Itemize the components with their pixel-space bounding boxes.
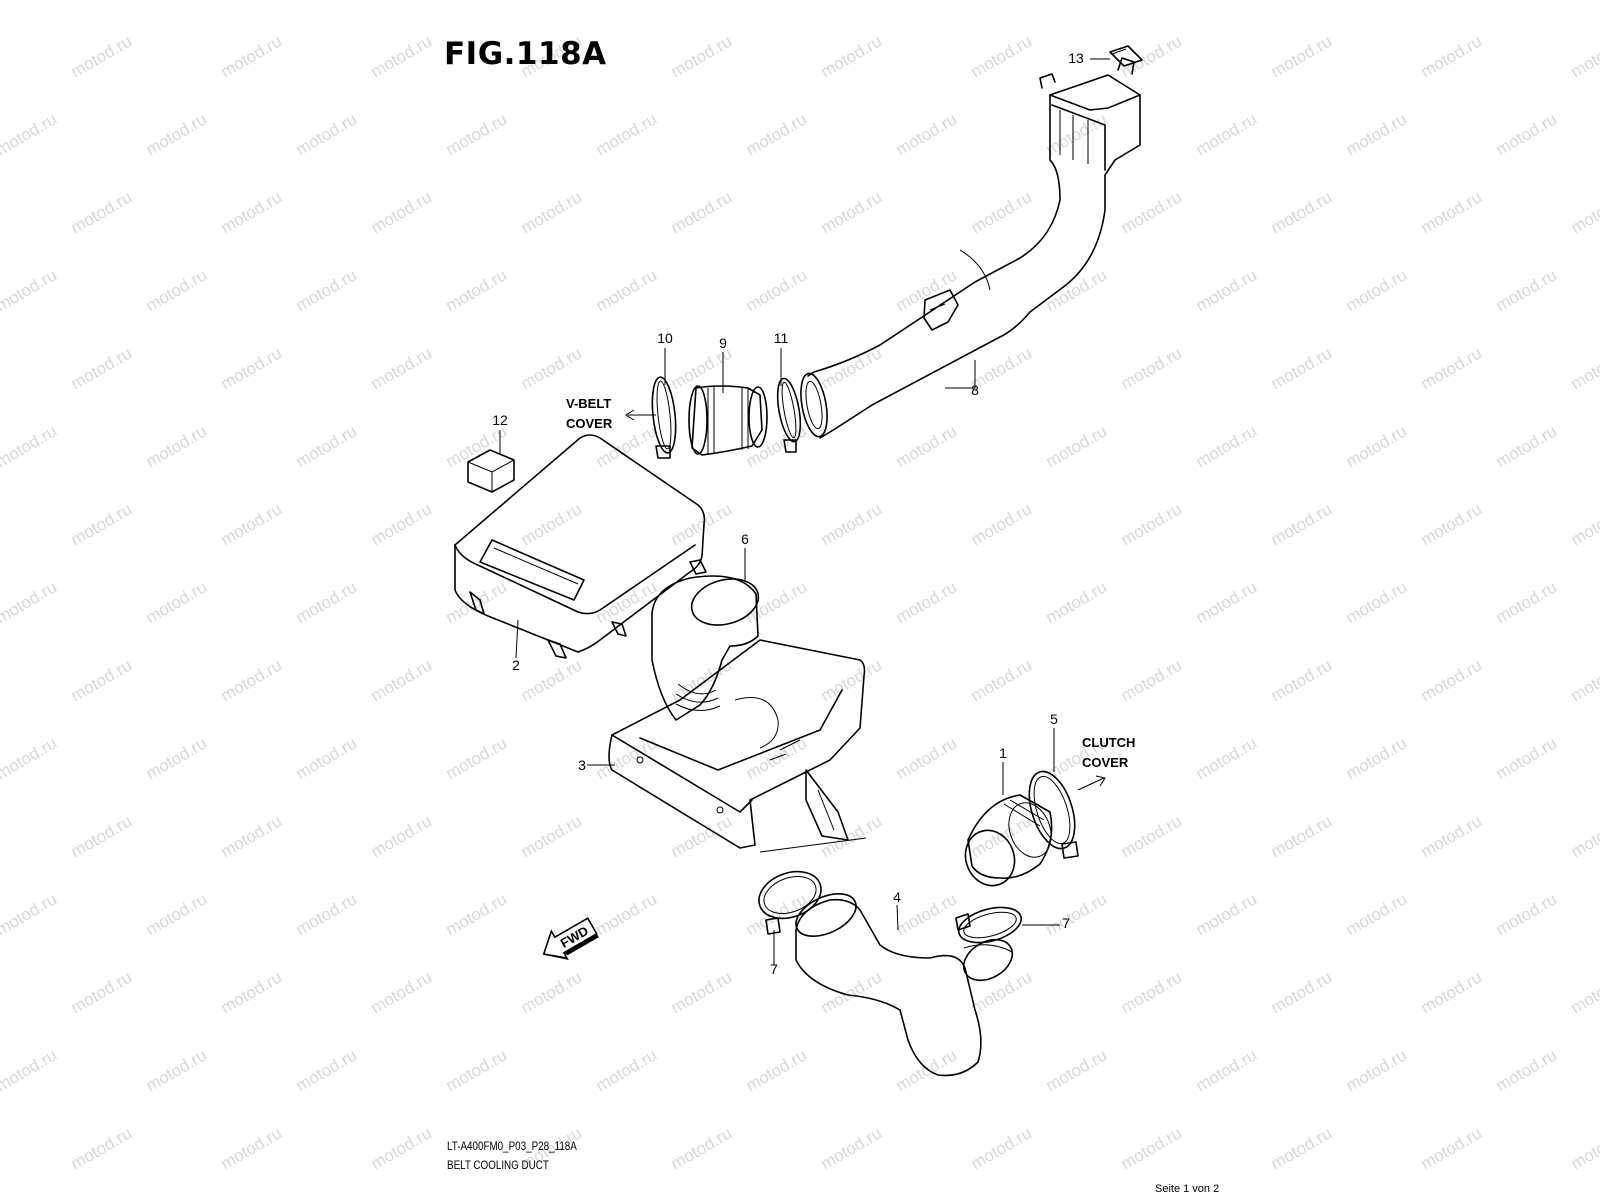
callout-6-box-inlet-hose: 6: [741, 531, 749, 547]
v-belt-cover-reference: V-BELT COVER: [566, 396, 656, 431]
cover-label: COVER: [566, 416, 613, 431]
part-8-belt-cooling-duct: [800, 57, 1141, 439]
part-11-clamp: [776, 377, 802, 453]
leader-lines: [499, 58, 1110, 965]
part-13-seal: [1109, 45, 1143, 67]
callout-4-clutch-duct: 4: [893, 889, 901, 905]
callout-12-cushion: 12: [492, 412, 508, 428]
part-6-box-inlet-hose: [651, 575, 760, 721]
part-1-duct-joint: [964, 794, 1053, 887]
drawing-code: LT-A400FM0_P03_P28_118A: [447, 1139, 577, 1153]
callout-5-clamp: 5: [1050, 711, 1058, 727]
drawing-name: BELT COOLING DUCT: [447, 1158, 549, 1172]
callout-7-clamp: 7: [1062, 915, 1070, 931]
part-4-clutch-duct: [795, 893, 1014, 1077]
callout-10-clamp: 10: [657, 330, 673, 346]
callout-9-duct-joint: 9: [719, 335, 727, 351]
callout-7-clamp: 7: [770, 961, 778, 977]
part-12-cushion: [467, 449, 515, 493]
part-2-duct-box-cover: [454, 434, 707, 659]
page-indicator: Seite 1 von 2: [1155, 1183, 1220, 1195]
v-belt-label: V-BELT: [566, 396, 611, 411]
callout-13-seal: 13: [1068, 50, 1084, 66]
clutch-label: CLUTCH: [1082, 735, 1135, 750]
part-10-clamp: [651, 376, 677, 459]
callout-2-duct-box-cover: 2: [512, 657, 520, 673]
clutch-cover-reference: CLUTCH COVER: [1077, 735, 1135, 791]
figure-title: FIG.118A: [444, 36, 607, 72]
callout-3-duct-box: 3: [578, 757, 586, 773]
callout-1-clutch-cover-duct-joint: 1: [999, 745, 1007, 761]
part-3-duct-box: [608, 639, 867, 853]
callout-8-belt-cooling-duct: 8: [971, 382, 979, 398]
callout-11-clamp: 11: [774, 330, 789, 346]
part-7-clamp-right: [955, 906, 1022, 944]
clutch-cover-label: COVER: [1082, 755, 1129, 770]
part-9-duct-joint: [688, 385, 768, 456]
part-5-clamp: [1028, 770, 1079, 859]
